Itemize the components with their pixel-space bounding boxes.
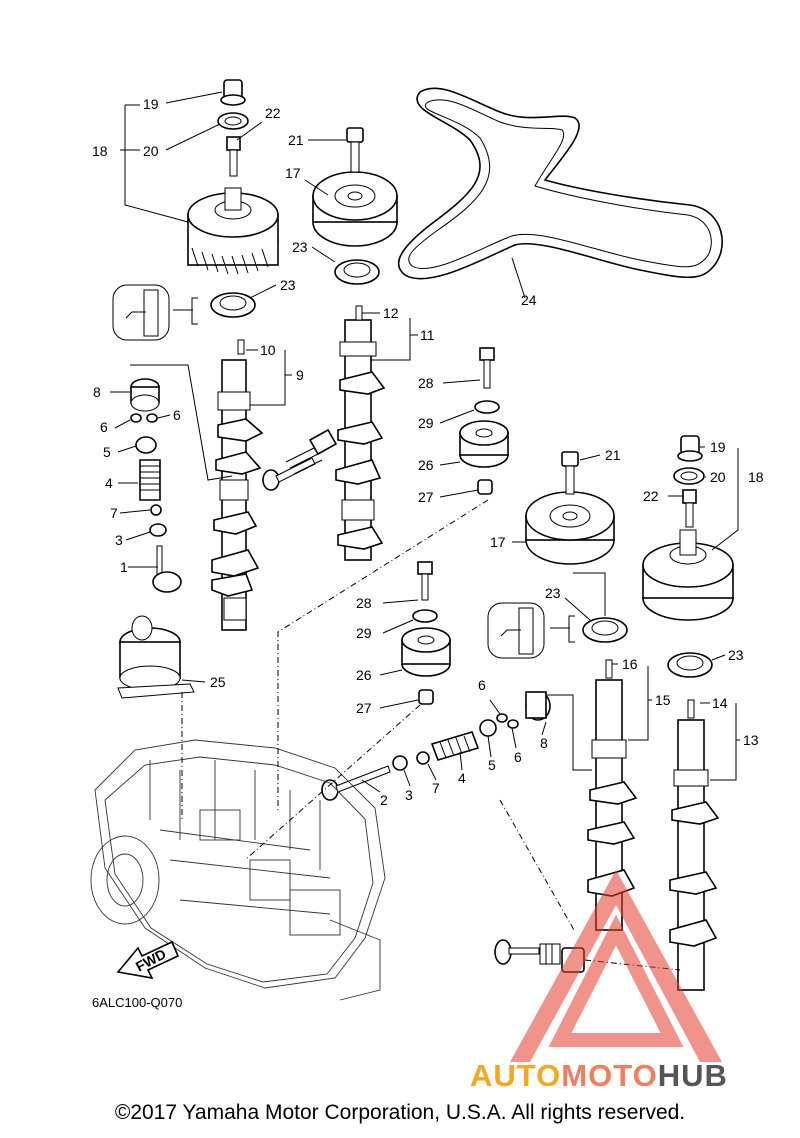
callout-7: 7	[110, 505, 118, 521]
callout-18: 18	[92, 143, 108, 159]
tensioner-25	[117, 615, 195, 699]
oil-seal-23-right-a	[582, 617, 628, 643]
callout-29: 29	[418, 415, 434, 431]
callout-12: 12	[383, 305, 399, 321]
camshaft-9	[211, 339, 264, 631]
callout-4: 4	[458, 770, 466, 786]
watermark-hub: HUB	[657, 1058, 728, 1093]
callout-2: 2	[380, 792, 388, 808]
callout-21: 21	[605, 447, 621, 463]
callout-20: 20	[710, 469, 726, 485]
watermark-moto: MOTO	[561, 1058, 658, 1093]
sprocket-17-right	[525, 491, 615, 565]
callout-labels: 19 20 18 22 21 17 23 23 12 11 10 9 8 6 6…	[92, 96, 764, 808]
callout-19: 19	[710, 439, 726, 455]
callout-17: 17	[490, 534, 506, 550]
callout-3: 3	[115, 532, 123, 548]
oil-seal-23-upper	[334, 259, 380, 285]
bolt-19-right	[677, 435, 703, 462]
camshaft-13	[669, 699, 720, 991]
vct-sprocket-assembly-right	[642, 529, 734, 621]
callout-21: 21	[288, 132, 304, 148]
callout-26: 26	[356, 667, 372, 683]
callout-23: 23	[545, 585, 561, 601]
install-direction-inset-right	[487, 602, 575, 659]
callout-24: 24	[521, 292, 537, 308]
fwd-arrow: FWD	[116, 940, 180, 980]
callout-10: 10	[260, 342, 276, 358]
callout-16: 16	[622, 656, 638, 672]
callout-22: 22	[265, 105, 281, 121]
callout-23: 23	[280, 277, 296, 293]
automotohub-logo-triangle	[510, 870, 722, 1062]
callout-23: 23	[728, 647, 744, 663]
bolt-21-right	[561, 451, 579, 495]
install-direction-inset-left	[112, 284, 198, 341]
copyright-notice: ©2017 Yamaha Motor Corporation, U.S.A. A…	[114, 1101, 686, 1124]
callout-6: 6	[514, 749, 522, 765]
callout-8: 8	[540, 735, 548, 751]
leader-lines	[110, 91, 740, 793]
callout-13: 13	[743, 732, 759, 748]
bolt-22-right	[682, 489, 697, 528]
callout-6: 6	[478, 677, 486, 693]
timing-belt	[397, 87, 723, 280]
bolt-19-upper	[220, 79, 246, 106]
callout-27: 27	[418, 489, 434, 505]
callout-15: 15	[655, 692, 671, 708]
washer-20-upper	[217, 112, 249, 130]
callout-4: 4	[105, 475, 113, 491]
callout-18: 18	[748, 469, 764, 485]
valve-train-left	[130, 378, 182, 593]
callout-26: 26	[418, 457, 434, 473]
oil-seal-23-right-b	[667, 652, 713, 678]
callout-5: 5	[488, 757, 496, 773]
bolt-21-upper	[346, 127, 364, 173]
callout-23: 23	[292, 239, 308, 255]
callout-25: 25	[210, 674, 226, 690]
callout-20: 20	[143, 143, 159, 159]
callout-17: 17	[285, 165, 301, 181]
vct-sprocket-assembly-upper	[187, 187, 279, 275]
camshaft-11	[335, 305, 386, 561]
callout-29: 29	[356, 625, 372, 641]
valve-train-lower	[321, 691, 551, 801]
sprocket-17-upper	[312, 171, 398, 247]
watermark-auto: AUTO	[470, 1058, 562, 1093]
washer-20-right	[673, 467, 705, 485]
callout-7: 7	[432, 780, 440, 796]
engine-block	[90, 739, 386, 1001]
callout-27: 27	[356, 700, 372, 716]
callout-14: 14	[712, 695, 728, 711]
automotohub-watermark: AUTOMOTOHUB	[470, 1058, 728, 1094]
oil-seal-23-left	[210, 292, 256, 318]
callout-9: 9	[296, 367, 304, 383]
tensioner-parts-upper	[459, 347, 509, 495]
callout-11: 11	[420, 327, 435, 343]
callout-5: 5	[103, 444, 111, 460]
callout-3: 3	[405, 787, 413, 803]
tensioner-parts-lower	[401, 561, 451, 705]
camshaft-15	[587, 659, 638, 931]
diagram-code: 6ALC100-Q070	[92, 995, 183, 1010]
callout-6: 6	[100, 419, 108, 435]
callout-28: 28	[418, 375, 434, 391]
callout-1: 1	[120, 559, 128, 575]
callout-6: 6	[173, 407, 181, 423]
bolt-22-upper	[226, 136, 241, 177]
callout-8: 8	[93, 384, 101, 400]
valve-assembly-middle	[262, 428, 338, 491]
callout-19: 19	[143, 96, 159, 112]
callout-22: 22	[643, 488, 659, 504]
callout-28: 28	[356, 595, 372, 611]
